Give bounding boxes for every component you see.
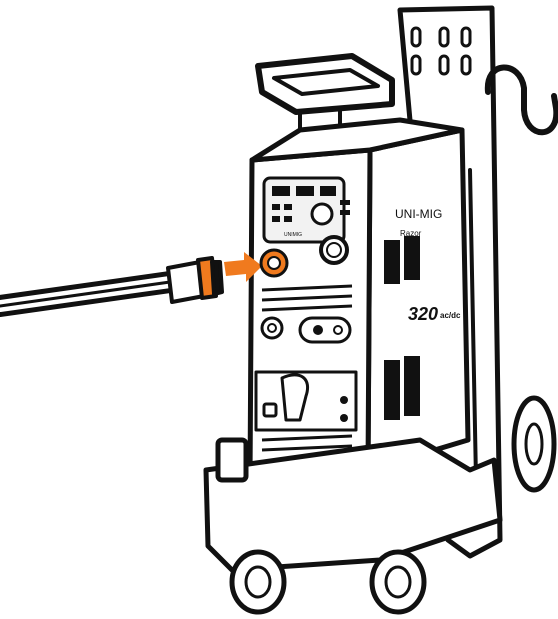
model-number: 320: [408, 304, 438, 324]
torch-socket-icon[interactable]: [261, 250, 287, 276]
panel-brand: UNIMIG: [284, 232, 302, 238]
torch-connector: [168, 258, 222, 302]
model-line: Razor: [400, 229, 422, 238]
brand-text: UNI‑MIG: [395, 207, 442, 221]
welder-body: UNI‑MIG Razor 320 ac/dc UNIMIG: [250, 120, 468, 480]
model-suffix: ac/dc: [440, 311, 461, 320]
torch-cable: [0, 282, 170, 306]
